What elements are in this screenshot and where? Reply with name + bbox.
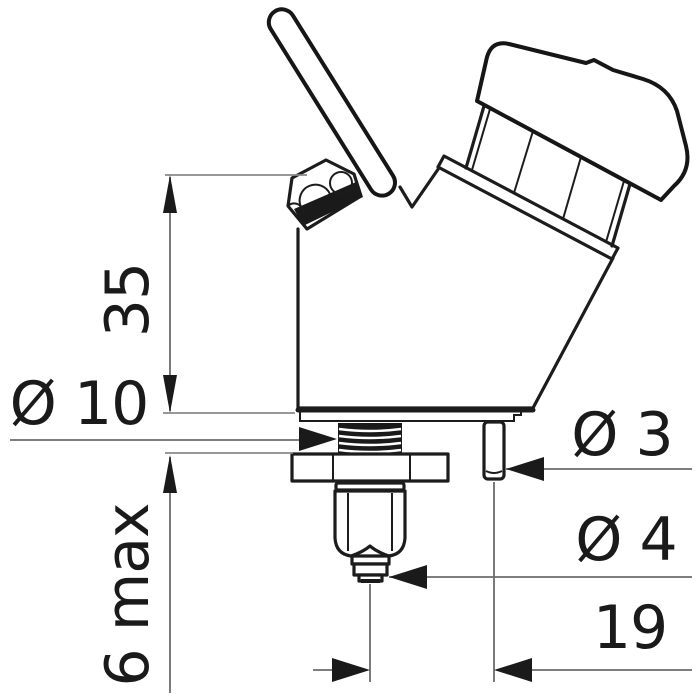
screw-hex-facets: [347, 493, 393, 551]
dimension-19: 19: [313, 482, 692, 682]
dimension-6max: 6 max: [93, 452, 293, 693]
lever-hinge: [286, 158, 363, 231]
dia4-arrow: [389, 565, 427, 589]
dimension-dia4: Ø 4: [389, 505, 692, 589]
dim-label-35: 35: [93, 263, 163, 337]
dim-label-6max: 6 max: [93, 504, 163, 687]
head-skirt: [464, 104, 632, 248]
hinge-lobe-left: [288, 202, 305, 215]
hex-nut: [290, 452, 450, 483]
dim19-arrow-right: [494, 658, 532, 682]
switch-body: [295, 163, 615, 413]
screw-washer: [334, 481, 406, 492]
dim-label-dia4: Ø 4: [575, 505, 676, 575]
flange-plate: [299, 411, 522, 422]
dim35-arrow-down: [163, 375, 177, 413]
screw-hex-body: [333, 489, 407, 558]
dimension-dia10: Ø 10: [10, 369, 337, 451]
dimension-35: 35: [93, 174, 307, 414]
dimension-dia3: Ø 3: [506, 400, 692, 481]
dim-label-dia3: Ø 3: [571, 400, 672, 470]
dim-label-19: 19: [593, 593, 667, 663]
skirt-divider-1: [513, 130, 534, 194]
dim-label-dia10: Ø 10: [10, 369, 149, 439]
rotary-head: [436, 41, 690, 261]
body-outline: [296, 227, 615, 410]
body-v-notch: [398, 163, 443, 209]
thread-ridges: [338, 427, 402, 454]
nut-facets: [332, 454, 411, 481]
hinge-lobe-large: [298, 183, 331, 208]
dim6-arrow-up: [163, 455, 177, 493]
hinge-lobe-small: [329, 171, 353, 195]
dia3-arrow: [506, 457, 544, 481]
lever: [266, 7, 397, 198]
lever-arm: [266, 7, 397, 198]
skirt-divider-2: [562, 156, 582, 220]
head-mounting-band: [436, 154, 620, 261]
nut-outline: [290, 452, 450, 483]
head-cap: [475, 41, 690, 202]
locating-pin: [482, 420, 506, 481]
pin-outline: [482, 420, 506, 481]
mounting-flange: [299, 411, 522, 422]
dim19-arrow-left: [332, 658, 370, 682]
pin-end-line: [485, 470, 503, 474]
screw-tip-step1: [352, 562, 389, 577]
dia10-arrow: [299, 427, 337, 451]
dim35-arrow-up: [163, 175, 177, 213]
terminal-screw: [333, 481, 407, 583]
thread-bushing: [338, 423, 402, 455]
